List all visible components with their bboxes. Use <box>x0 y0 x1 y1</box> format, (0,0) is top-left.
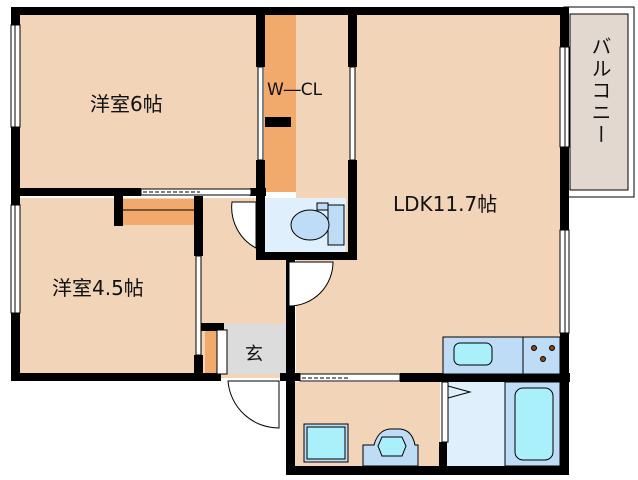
ldk-label: LDK11.7帖 <box>393 192 498 216</box>
washroom-fixtures <box>303 423 419 467</box>
kitchen-counter <box>442 336 561 375</box>
western-room-45-label: 洋室4.5帖 <box>52 276 144 300</box>
windows <box>10 24 570 334</box>
walls <box>11 7 570 475</box>
western-room-6-label: 洋室6帖 <box>90 92 163 116</box>
closet-shelf-45 <box>122 199 194 225</box>
western-room-45-floor <box>18 198 198 374</box>
western-room-6-floor <box>18 14 258 192</box>
balcony-area <box>563 6 635 198</box>
entrance-label: 玄 <box>245 344 263 365</box>
ldk-floor-2 <box>354 14 560 194</box>
sliding-doors <box>140 66 401 382</box>
balcony-label: バルコニー <box>588 36 612 146</box>
swing-doors <box>227 201 472 443</box>
bathtub-fixture <box>504 381 561 467</box>
toilet-fixture <box>290 202 345 246</box>
entrance-floor <box>222 324 286 374</box>
walk-in-closet-label: W―CL <box>267 80 323 100</box>
shoe-cabinet <box>205 330 217 374</box>
